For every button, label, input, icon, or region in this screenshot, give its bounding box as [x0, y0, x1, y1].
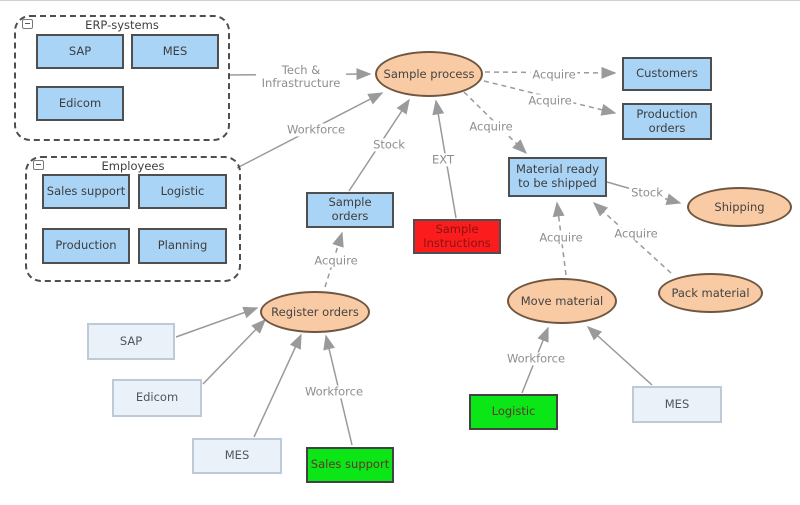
edge-sap-to-register-orders[interactable] [175, 306, 259, 338]
edge-mes-to-move-material[interactable] [586, 325, 653, 386]
edge-label-acquire: Acquire [526, 93, 574, 108]
edge-sample-process-to-material-ready[interactable] [463, 91, 528, 155]
edge-label-workforce: Workforce [302, 384, 366, 399]
node-planning[interactable]: Planning [138, 228, 227, 264]
node-sample-instructions[interactable]: Sample Instructions [413, 219, 501, 254]
node-sample-process[interactable]: Sample process [375, 51, 483, 97]
node-customers[interactable]: Customers [622, 57, 712, 91]
node-mes[interactable]: MES [131, 34, 219, 69]
group-title-erp: ERP-systems [85, 18, 159, 32]
edge-label-tech-infrastructure: Tech & Infrastructure [256, 63, 346, 91]
node-production-orders[interactable]: Production orders [622, 103, 712, 140]
node-shipping[interactable]: Shipping [687, 187, 792, 227]
node-edicom[interactable]: Edicom [36, 86, 124, 121]
node-sales-support[interactable]: Sales support [42, 174, 130, 209]
collapse-icon[interactable] [22, 19, 33, 29]
edge-mes-to-register-orders[interactable] [253, 333, 302, 438]
node-sap[interactable]: SAP [36, 34, 124, 69]
node-sales-support-resource[interactable]: Sales support [306, 447, 394, 483]
edge-edicom-to-register-orders[interactable] [202, 318, 267, 385]
node-mes-resource[interactable]: MES [192, 438, 282, 474]
node-edicom-resource[interactable]: Edicom [112, 379, 202, 417]
node-sap-resource[interactable]: SAP [87, 323, 175, 360]
node-production[interactable]: Production [42, 228, 130, 264]
group-employees[interactable]: Employees [25, 156, 241, 282]
edge-label-workforce: Workforce [504, 351, 568, 366]
edge-label-acquire: Acquire [537, 230, 585, 245]
edge-label-stock: Stock [371, 137, 407, 152]
node-pack-material[interactable]: Pack material [658, 273, 763, 313]
edge-label-acquire: Acquire [312, 253, 360, 268]
edge-label-ext: EXT [430, 152, 456, 167]
edge-label-workforce: Workforce [284, 122, 348, 137]
group-erp-systems[interactable]: ERP-systems [14, 15, 230, 141]
node-mes-right-resource[interactable]: MES [632, 386, 722, 423]
edge-label-acquire: Acquire [467, 119, 515, 134]
node-register-orders[interactable]: Register orders [260, 291, 370, 333]
node-material-ready[interactable]: Material ready to be shipped [508, 157, 607, 197]
group-title-employees: Employees [101, 159, 165, 173]
node-logistic-resource[interactable]: Logistic [469, 394, 558, 430]
node-sample-orders[interactable]: Sample orders [306, 192, 394, 228]
edge-label-acquire: Acquire [612, 226, 660, 241]
node-move-material[interactable]: Move material [507, 278, 617, 324]
node-logistic[interactable]: Logistic [138, 174, 227, 209]
collapse-icon[interactable] [33, 160, 44, 170]
edge-label-acquire: Acquire [530, 67, 578, 82]
edge-label-stock: Stock [629, 185, 665, 200]
